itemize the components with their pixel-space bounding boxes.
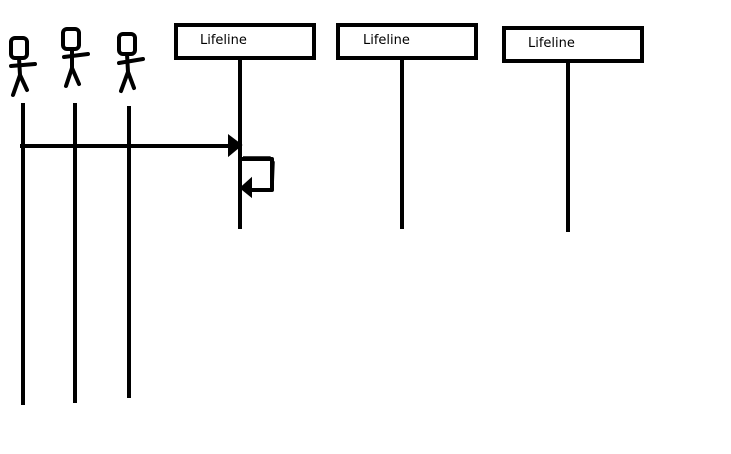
actor-3 <box>117 32 145 398</box>
message-2-line <box>240 157 274 192</box>
lifeline-1-box <box>174 23 316 60</box>
stick-figure-icon <box>61 27 90 88</box>
message-1-arrowhead <box>228 134 243 158</box>
message-2-outline <box>243 156 275 189</box>
actor-2 <box>61 27 90 403</box>
lifeline-1: Lifeline <box>174 23 316 229</box>
lifeline-2-label: Lifeline <box>363 33 410 48</box>
stick-figure-icon <box>117 32 145 93</box>
message-2-arrowhead <box>239 176 252 199</box>
lifeline-3-label: Lifeline <box>528 36 575 51</box>
lifeline-3: Lifeline <box>502 26 644 232</box>
lifeline-3-box <box>502 26 644 63</box>
message-2 <box>239 156 275 199</box>
lifeline-2-box <box>336 23 478 60</box>
actor-1 <box>9 36 37 405</box>
message-1 <box>20 134 243 158</box>
lifeline-1-label: Lifeline <box>200 33 247 48</box>
lifeline-2: Lifeline <box>336 23 478 229</box>
stick-figure-icon <box>9 36 37 97</box>
